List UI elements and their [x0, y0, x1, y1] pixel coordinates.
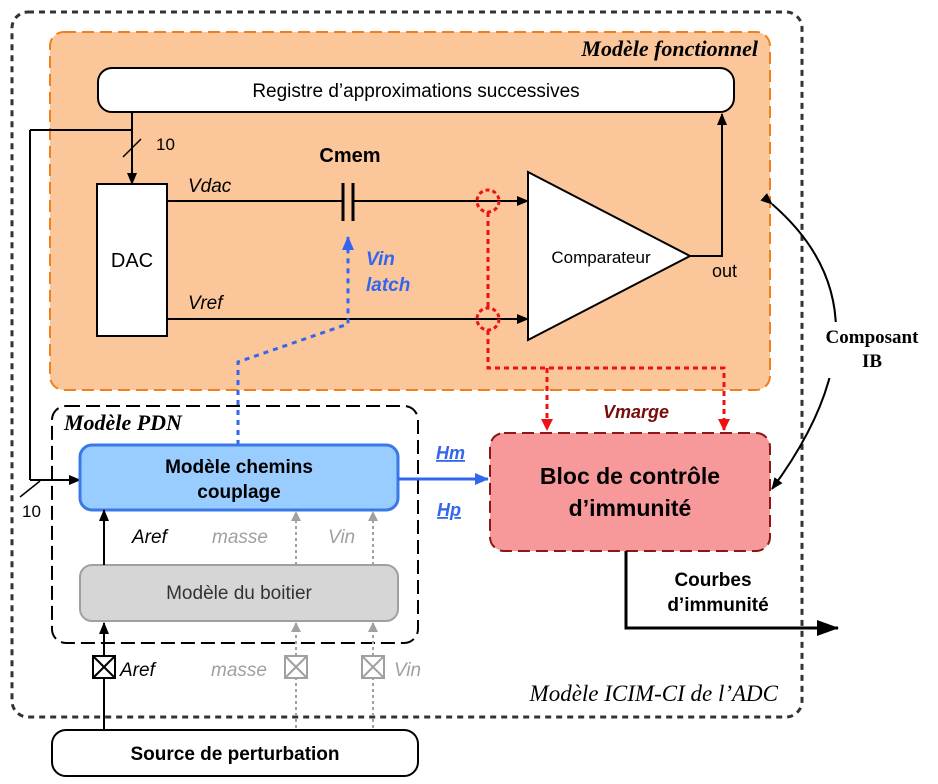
component-ib-label-1: Composant	[826, 327, 920, 348]
vin-port-label: Vin	[394, 660, 421, 681]
immunity-curves-output	[624, 551, 839, 636]
register-box	[97, 67, 735, 113]
comparator-label: Comparateur	[551, 248, 651, 267]
bus-slash-top	[122, 138, 142, 158]
immunity-block-label-1: Bloc de contrôle	[540, 463, 720, 489]
vmarge-label: Vmarge	[603, 402, 669, 422]
vin-latch-path	[236, 239, 350, 445]
package-model-box	[79, 564, 399, 622]
perturbation-source-box	[51, 729, 419, 777]
immunity-block-box	[489, 432, 771, 552]
paths-model-label-1: Modèle chemins	[165, 457, 313, 478]
component-ib-label-2: IB	[862, 351, 882, 372]
masse-port-cross-2	[284, 655, 308, 679]
bus-slash-left	[19, 480, 41, 498]
hm-label: Hm	[436, 443, 465, 463]
vref-probe-line	[486, 330, 730, 431]
masse-pdn-label: masse	[212, 527, 268, 548]
aref-port-label: Aref	[119, 660, 157, 681]
dac-label: DAC	[111, 250, 153, 272]
paths-model-label-2: couplage	[197, 482, 280, 503]
icim-ci-container	[10, 10, 804, 719]
masse-port-label: masse	[211, 660, 267, 681]
icim-ci-title: Modèle ICIM-CI de l’ADC	[529, 681, 779, 706]
functional-model-title: Modèle fonctionnel	[580, 36, 758, 61]
bus-width-left: 10	[22, 502, 41, 521]
vin-port-cross-2	[361, 655, 385, 679]
curves-label-1: Courbes	[674, 570, 751, 591]
hp-label: Hp	[437, 500, 461, 520]
aref-pdn-label: Aref	[131, 527, 169, 548]
bus-width-top: 10	[156, 135, 175, 154]
comparator-triangle	[527, 170, 693, 342]
cmem-label: Cmem	[319, 145, 380, 167]
vin-latch-label-2: latch	[366, 275, 410, 296]
immunity-block-label-2: d’immunité	[569, 495, 692, 521]
comparator-output-feedback	[690, 113, 727, 257]
perturbation-source-label: Source de perturbation	[130, 744, 339, 765]
register-label: Registre d’approximations successives	[252, 81, 579, 102]
out-label: out	[712, 261, 737, 281]
package-model-label: Modèle du boitier	[166, 583, 312, 604]
component-ib-label-bg	[806, 322, 938, 378]
pdn-model-title: Modèle PDN	[63, 410, 183, 435]
vref-label: Vref	[188, 293, 224, 314]
aref-port-cross-2	[92, 655, 116, 679]
dac-box	[96, 183, 168, 337]
pdn-model-box	[51, 405, 419, 644]
curves-label-2: d’immunité	[667, 595, 768, 616]
vin-latch-label-1: Vin	[366, 249, 395, 270]
vin-pdn-label: Vin	[328, 527, 355, 548]
vdac-label: Vdac	[188, 176, 232, 197]
